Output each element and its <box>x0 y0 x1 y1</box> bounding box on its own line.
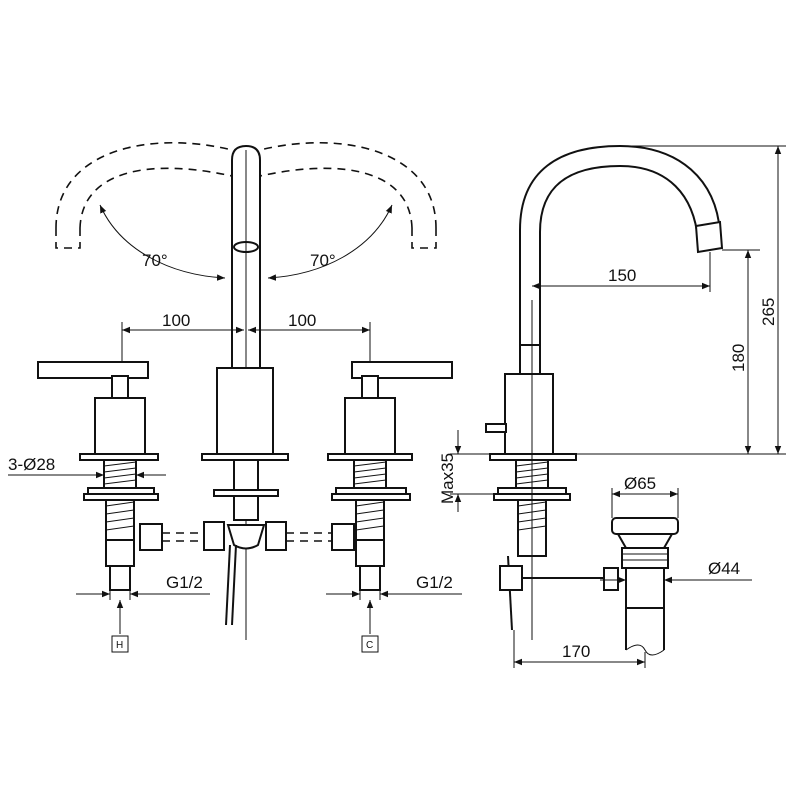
reach-dimension: 150 <box>532 252 711 292</box>
overall-height-label: 265 <box>759 298 778 326</box>
max-deck-dimension: Max35 <box>438 430 494 512</box>
spacing-left-label: 100 <box>162 311 190 330</box>
hole-diameter-dimension: 3-Ø28 <box>8 455 166 479</box>
thread-right-dimension: G1/2 C <box>326 566 462 653</box>
height-dimension: 180 <box>722 249 760 454</box>
front-view: 70° 70° 100 100 <box>8 141 462 653</box>
overall-height-dimension: 265 <box>576 145 786 455</box>
thread-right-label: G1/2 <box>416 573 453 592</box>
hole-diameter-label: 3-Ø28 <box>8 455 55 474</box>
thread-left-label: G1/2 <box>166 573 203 592</box>
reach-label: 150 <box>608 266 636 285</box>
waste-body-label: Ø44 <box>708 559 740 578</box>
side-view: 150 180 265 Max35 Ø65 <box>438 144 786 668</box>
spacing-right-label: 100 <box>288 311 316 330</box>
thread-left-dimension: G1/2 H <box>76 566 210 653</box>
waste-body-dimension: Ø44 <box>600 559 752 584</box>
side-spout <box>485 144 724 640</box>
height-label: 180 <box>729 344 748 372</box>
hot-marker: H <box>116 640 123 651</box>
spacing-dimension: 100 100 <box>121 311 371 362</box>
right-valve <box>327 361 453 591</box>
angle-right-label: 70° <box>310 251 336 270</box>
cold-marker: C <box>366 640 373 651</box>
angle-left-label: 70° <box>142 251 168 270</box>
swing-arc-right <box>259 141 437 281</box>
center-spout <box>201 144 289 640</box>
max-deck-label: Max35 <box>438 453 457 504</box>
center-shank-hoses <box>139 459 355 626</box>
popup-rod <box>499 555 619 631</box>
waste-top-label: Ø65 <box>624 474 656 493</box>
swing-arc-left <box>55 141 233 281</box>
waste-top-dimension: Ø65 <box>611 474 679 518</box>
waste-distance-dimension: 170 <box>513 630 646 668</box>
waste-assembly <box>611 517 679 656</box>
waste-distance-label: 170 <box>562 642 590 661</box>
left-valve <box>37 361 159 591</box>
